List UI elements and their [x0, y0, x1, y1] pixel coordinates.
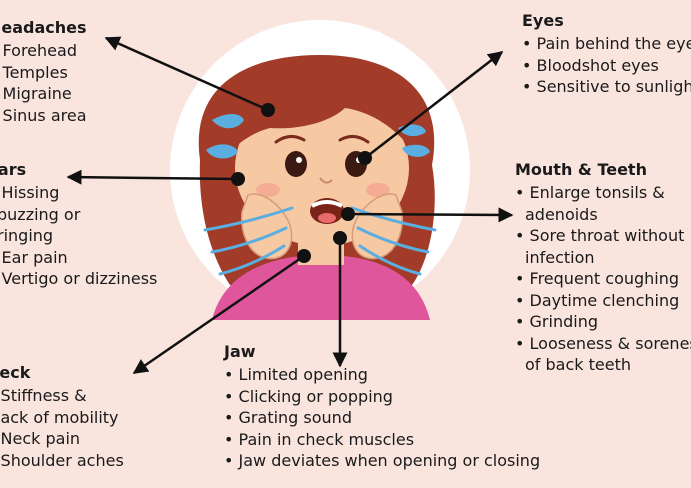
list-item: Neck pain [0, 428, 124, 450]
list-item: Frequent coughing [515, 268, 691, 290]
headaches-title: Headaches [0, 18, 87, 37]
list-item: Pain in check muscles [224, 429, 540, 451]
list-item: Ear pain [0, 247, 157, 269]
arrow-eyes [364, 51, 504, 159]
list-item: adenoids [525, 204, 598, 224]
arrow-ears [66, 169, 239, 185]
hair-bangs [232, 71, 412, 150]
list-item: Sore throat without [515, 225, 691, 247]
right-eyebrow [338, 135, 370, 144]
list-item: Shoulder aches [0, 450, 124, 472]
list-item: Pain behind the eyes [522, 33, 691, 55]
ears-list: Hissing buzzing or ringing Ear pain Vert… [0, 182, 157, 290]
arrow-mouth [347, 207, 514, 223]
mouth-teeth-title: Mouth & Teeth [515, 160, 647, 179]
list-item: Migraine [0, 83, 87, 105]
tear-left-upper [212, 114, 244, 129]
jaw-group: Jaw Limited opening Clicking or popping … [224, 342, 540, 472]
ears-group: Ears Hissing buzzing or ringing Ear pain… [0, 160, 157, 290]
headaches-group: Headaches Forehead Temples Migraine Sinu… [0, 18, 87, 126]
neck-list: Stiffness & lack of mobility Neck pain S… [0, 385, 124, 471]
eyes-title: Eyes [522, 11, 564, 30]
list-item: Sinus area [0, 105, 87, 127]
left-cheek [256, 183, 280, 197]
list-item: Grating sound [224, 407, 540, 429]
list-item: lack of mobility [0, 407, 119, 427]
list-item: Jaw deviates when opening or closing [224, 450, 541, 472]
left-eyebrow [274, 135, 306, 144]
list-item: Hissing [0, 182, 157, 204]
list-item: Looseness & soreness [515, 333, 691, 355]
pain-wave-right [350, 206, 437, 276]
neck-title: Neck [0, 363, 31, 382]
mouth-teeth-group: Mouth & Teeth Enlarge tonsils & adenoids… [515, 160, 691, 376]
list-item: Enlarge tonsils & [515, 182, 691, 204]
list-item: Temples [0, 62, 87, 84]
list-item: Daytime clenching [515, 290, 691, 312]
list-item: Clicking or popping [224, 386, 540, 408]
ears-title: Ears [0, 160, 27, 179]
headaches-list: Forehead Temples Migraine Sinus area [0, 40, 87, 126]
neck-group: Neck Stiffness & lack of mobility Neck p… [0, 363, 124, 471]
arrow-dots [231, 103, 372, 263]
list-item: ringing [0, 226, 54, 245]
jaw-list: Limited opening Clicking or popping Grat… [224, 364, 541, 472]
list-item: Forehead [0, 40, 87, 62]
pain-wave-left [203, 206, 294, 276]
list-item: of back teeth [525, 355, 631, 374]
arrow-headaches [104, 36, 269, 112]
tear-left-lower [206, 144, 238, 159]
tear-right-lower [402, 144, 430, 157]
eyes-group: Eyes Pain behind the eyes Bloodshot eyes… [522, 11, 691, 98]
girl-illustration [198, 55, 437, 320]
list-item: Sensitive to sunlight [522, 76, 691, 98]
list-item: buzzing or [0, 204, 81, 224]
list-item: Limited opening [224, 364, 540, 386]
nose [319, 177, 333, 184]
list-item: Vertigo or dizziness [0, 268, 158, 290]
shirt [212, 255, 430, 320]
left-eye [285, 151, 307, 177]
eyes-list: Pain behind the eyes Bloodshot eyes Sens… [522, 33, 691, 98]
mouth-teeth-list: Enlarge tonsils & adenoids Sore throat w… [515, 182, 691, 376]
arrow-neck [132, 254, 305, 375]
jaw-title: Jaw [224, 342, 256, 361]
list-item: Grinding [515, 311, 691, 333]
arrows [66, 36, 514, 375]
list-item: infection [525, 247, 595, 267]
list-item: Stiffness & [0, 385, 124, 407]
list-item: Bloodshot eyes [522, 55, 691, 77]
right-cheek [366, 183, 390, 197]
